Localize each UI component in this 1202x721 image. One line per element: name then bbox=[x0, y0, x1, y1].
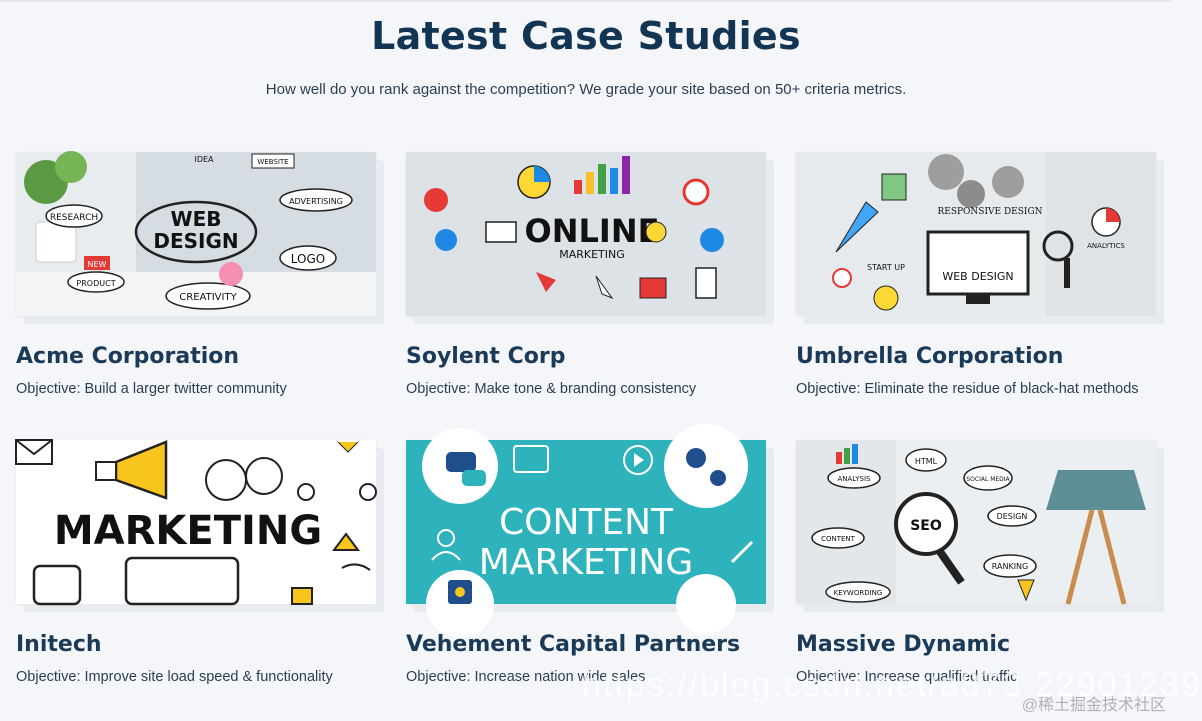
case-study-card-soylent[interactable]: ONLINE MARKETING Soylent Corp Objective:… bbox=[406, 152, 776, 397]
image-text-content: CONTENT bbox=[821, 535, 856, 543]
image-text-product: PRODUCT bbox=[76, 279, 115, 288]
case-study-title[interactable]: Initech bbox=[16, 632, 102, 657]
url-watermark: https://blog.csdn.net/a873 22901239 bbox=[582, 666, 1202, 704]
responsive-design-illustration: RESPONSIVE DESIGN WEB DESIGN START UP AN… bbox=[796, 152, 1156, 316]
case-study-title[interactable]: Soylent Corp bbox=[406, 344, 566, 369]
case-study-title[interactable]: Acme Corporation bbox=[16, 344, 240, 369]
image-text-new: NEW bbox=[88, 260, 107, 269]
image-text-responsive-design: RESPONSIVE DESIGN bbox=[937, 207, 1042, 217]
page-title: Latest Case Studies bbox=[371, 14, 801, 58]
case-study-objective: Objective: Improve site load speed & fun… bbox=[16, 669, 333, 685]
case-study-objective: Objective: Increase nation wide sales bbox=[406, 669, 646, 685]
case-study-image[interactable]: ONLINE MARKETING bbox=[406, 152, 766, 316]
case-study-image[interactable]: RESPONSIVE DESIGN WEB DESIGN START UP AN… bbox=[796, 152, 1156, 316]
case-study-objective: Objective: Build a larger twitter commun… bbox=[16, 381, 287, 397]
page-subtitle: How well do you rank against the competi… bbox=[265, 81, 907, 98]
case-study-card-massive[interactable]: SEO HTML ANALYSIS SOCIAL MEDIA DESIGN CO… bbox=[796, 440, 1166, 685]
image-text-marketing: MARKETING bbox=[54, 508, 322, 554]
image-text-start-up: START UP bbox=[867, 263, 905, 272]
case-study-image[interactable]: CONTENT MARKETING bbox=[406, 424, 766, 638]
image-text-design: DESIGN bbox=[153, 229, 238, 253]
image-text-web-design: WEB DESIGN bbox=[942, 270, 1013, 283]
case-study-card-acme[interactable]: WEB DESIGN RESEARCH ADVERTISING LOGO CRE… bbox=[16, 151, 386, 397]
case-study-objective: Objective: Increase qualified traffic bbox=[796, 669, 1018, 685]
image-text-design: DESIGN bbox=[997, 512, 1028, 521]
image-text-creativity: CREATIVITY bbox=[179, 292, 237, 303]
seo-illustration: SEO HTML ANALYSIS SOCIAL MEDIA DESIGN CO… bbox=[796, 440, 1156, 605]
image-text-ranking: RANKING bbox=[992, 562, 1028, 571]
case-study-image[interactable]: WEB DESIGN RESEARCH ADVERTISING LOGO CRE… bbox=[16, 151, 376, 316]
image-text-online: ONLINE bbox=[525, 212, 660, 250]
image-text-marketing: MARKETING bbox=[479, 542, 694, 583]
image-text-logo: LOGO bbox=[291, 252, 325, 266]
image-text-web: WEB bbox=[171, 207, 222, 231]
image-text-analytics: ANALYTICS bbox=[1087, 242, 1125, 250]
online-marketing-illustration: ONLINE MARKETING bbox=[406, 152, 766, 316]
image-text-keywording: KEYWORDING bbox=[834, 589, 883, 597]
content-marketing-illustration: CONTENT MARKETING bbox=[406, 424, 766, 638]
case-study-card-initech[interactable]: MARKETING Initech Objective: Improve sit… bbox=[15, 439, 386, 685]
case-study-title[interactable]: Umbrella Corporation bbox=[796, 344, 1064, 369]
image-text-idea: IDEA bbox=[194, 155, 214, 164]
image-text-html: HTML bbox=[915, 457, 938, 466]
image-text-social-media: SOCIAL MEDIA bbox=[966, 476, 1010, 483]
web-design-illustration: WEB DESIGN RESEARCH ADVERTISING LOGO CRE… bbox=[16, 151, 376, 316]
image-text-content: CONTENT bbox=[499, 502, 674, 543]
image-text-analysis: ANALYSIS bbox=[837, 475, 871, 483]
case-study-card-vehement[interactable]: CONTENT MARKETING Vehement Capital Partn… bbox=[406, 424, 776, 685]
image-text-marketing: MARKETING bbox=[559, 248, 625, 261]
marketing-megaphone-illustration: MARKETING bbox=[15, 439, 377, 606]
image-text-seo: SEO bbox=[910, 518, 942, 534]
brain-icon bbox=[219, 262, 243, 286]
case-study-objective: Objective: Make tone & branding consiste… bbox=[406, 381, 697, 397]
image-text-website: WEBSITE bbox=[257, 158, 288, 166]
case-study-image[interactable]: SEO HTML ANALYSIS SOCIAL MEDIA DESIGN CO… bbox=[796, 440, 1156, 605]
case-study-card-umbrella[interactable]: RESPONSIVE DESIGN WEB DESIGN START UP AN… bbox=[796, 152, 1166, 397]
case-study-title[interactable]: Massive Dynamic bbox=[796, 632, 1011, 657]
case-study-image[interactable]: MARKETING bbox=[15, 439, 377, 606]
site-watermark: @稀土掘金技术社区 bbox=[1021, 697, 1166, 714]
image-text-research: RESEARCH bbox=[50, 213, 98, 223]
case-study-objective: Objective: Eliminate the residue of blac… bbox=[796, 381, 1139, 397]
image-text-advertising: ADVERTISING bbox=[289, 197, 343, 206]
